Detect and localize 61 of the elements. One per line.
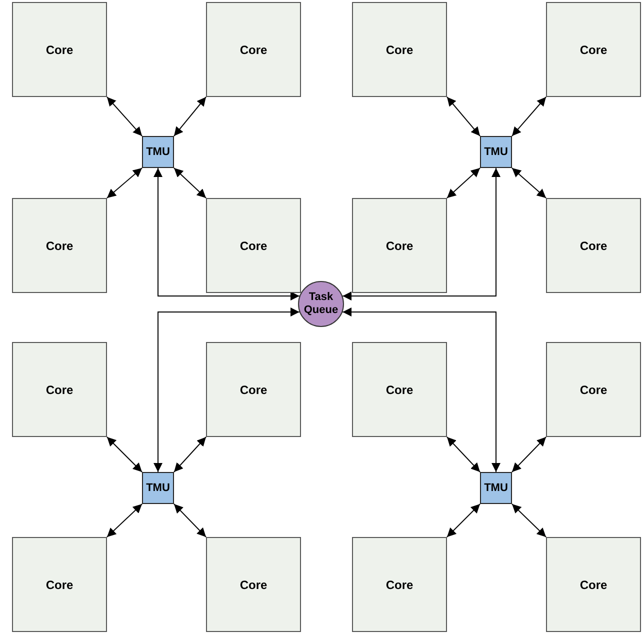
arrow [174,436,206,472]
node-label: Core [580,238,608,254]
arrow [154,308,300,472]
arrow [342,308,500,472]
node-label: Core [386,238,414,254]
node-label: Core [386,576,414,594]
node-label: Core [580,382,608,398]
node-label: Core [240,42,268,58]
arrow [512,96,546,136]
node-label: Core [240,576,268,594]
arrow [446,436,480,472]
core-box [546,2,641,97]
arrow [342,168,500,300]
node-label: Core [580,42,608,58]
tmu-box [480,472,512,504]
node-label: Core [46,238,74,254]
node-label: Core [46,42,74,58]
arrow [174,96,206,136]
core-box [206,537,301,632]
arrow [446,504,480,538]
core-box [352,537,447,632]
node-label: Core [240,238,268,254]
node-label: Core [46,576,74,594]
arrow [174,504,206,538]
node-label: TMU [484,480,508,496]
core-box [352,342,447,437]
arrow [446,168,480,198]
tmu-box [142,472,174,504]
core-box [12,537,107,632]
node-label: Core [240,382,268,398]
core-box [12,198,107,293]
node-label: Task Queue [302,291,340,317]
node-label: Core [46,382,74,398]
arrow [512,504,546,538]
core-box [206,342,301,437]
arrow [106,436,142,472]
arrow [106,168,142,198]
arrow [106,96,142,136]
arrow [512,436,546,472]
node-label: Core [386,42,414,58]
core-box [546,537,641,632]
arrow [446,96,480,136]
node-label: Core [386,382,414,398]
core-box [206,2,301,97]
core-box [352,2,447,97]
core-box [206,198,301,293]
core-box [546,342,641,437]
arrow [512,168,546,198]
node-label: Core [580,576,608,594]
core-box [546,198,641,293]
core-box [352,198,447,293]
arrow [154,168,300,300]
tmu-box [480,136,512,168]
core-box [12,2,107,97]
node-label: TMU [484,144,508,160]
core-box [12,342,107,437]
node-label: TMU [146,144,170,160]
arrow [106,504,142,538]
arrow [174,168,206,198]
tmu-box [142,136,174,168]
node-label: TMU [146,480,170,496]
